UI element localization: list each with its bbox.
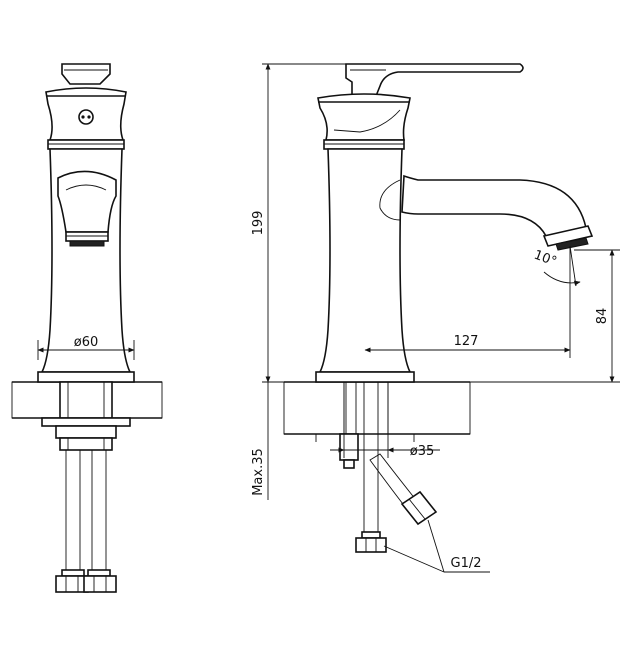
side-collar <box>323 139 405 150</box>
hole-diameter-label: ø35 <box>410 444 435 459</box>
side-head <box>317 93 411 141</box>
spout-angle-label: 10° <box>532 248 559 270</box>
side-lever-handle <box>345 63 524 97</box>
front-countertop-right <box>111 381 163 419</box>
side-base <box>315 371 415 383</box>
side-hose-vertical <box>363 381 379 533</box>
front-washer <box>41 417 131 427</box>
height-total-label: 199 <box>251 211 266 236</box>
max-thickness-label: Max.35 <box>251 448 266 496</box>
front-base <box>37 371 135 383</box>
front-spout <box>57 170 117 233</box>
indicator-dot-icon <box>78 109 94 125</box>
front-aerator <box>65 231 109 242</box>
base-diameter-label: ø60 <box>74 335 99 350</box>
front-handle-knob <box>61 63 111 85</box>
side-aerator <box>542 225 594 247</box>
side-countertop-right <box>387 381 471 435</box>
front-hose-left <box>65 449 81 571</box>
front-view: ø60 <box>11 63 163 593</box>
side-hose-nut-vertical <box>355 537 387 553</box>
front-countertop-left <box>11 381 61 419</box>
front-collar <box>47 139 125 150</box>
front-nut <box>55 425 117 439</box>
side-hose-nut-angled <box>400 490 438 526</box>
side-spout <box>401 174 587 237</box>
side-view: 199 Max.35 127 84 10° ø35 G1/2 <box>251 63 620 573</box>
side-body <box>318 148 412 373</box>
front-hose-nut-left <box>55 575 89 593</box>
side-countertop-left <box>283 381 345 435</box>
spout-height-label: 84 <box>595 308 610 325</box>
thread-label: G1/2 <box>451 556 482 571</box>
front-hose-right <box>91 449 107 571</box>
spout-reach-label: 127 <box>454 334 479 349</box>
front-hose-nut-right <box>83 575 117 593</box>
